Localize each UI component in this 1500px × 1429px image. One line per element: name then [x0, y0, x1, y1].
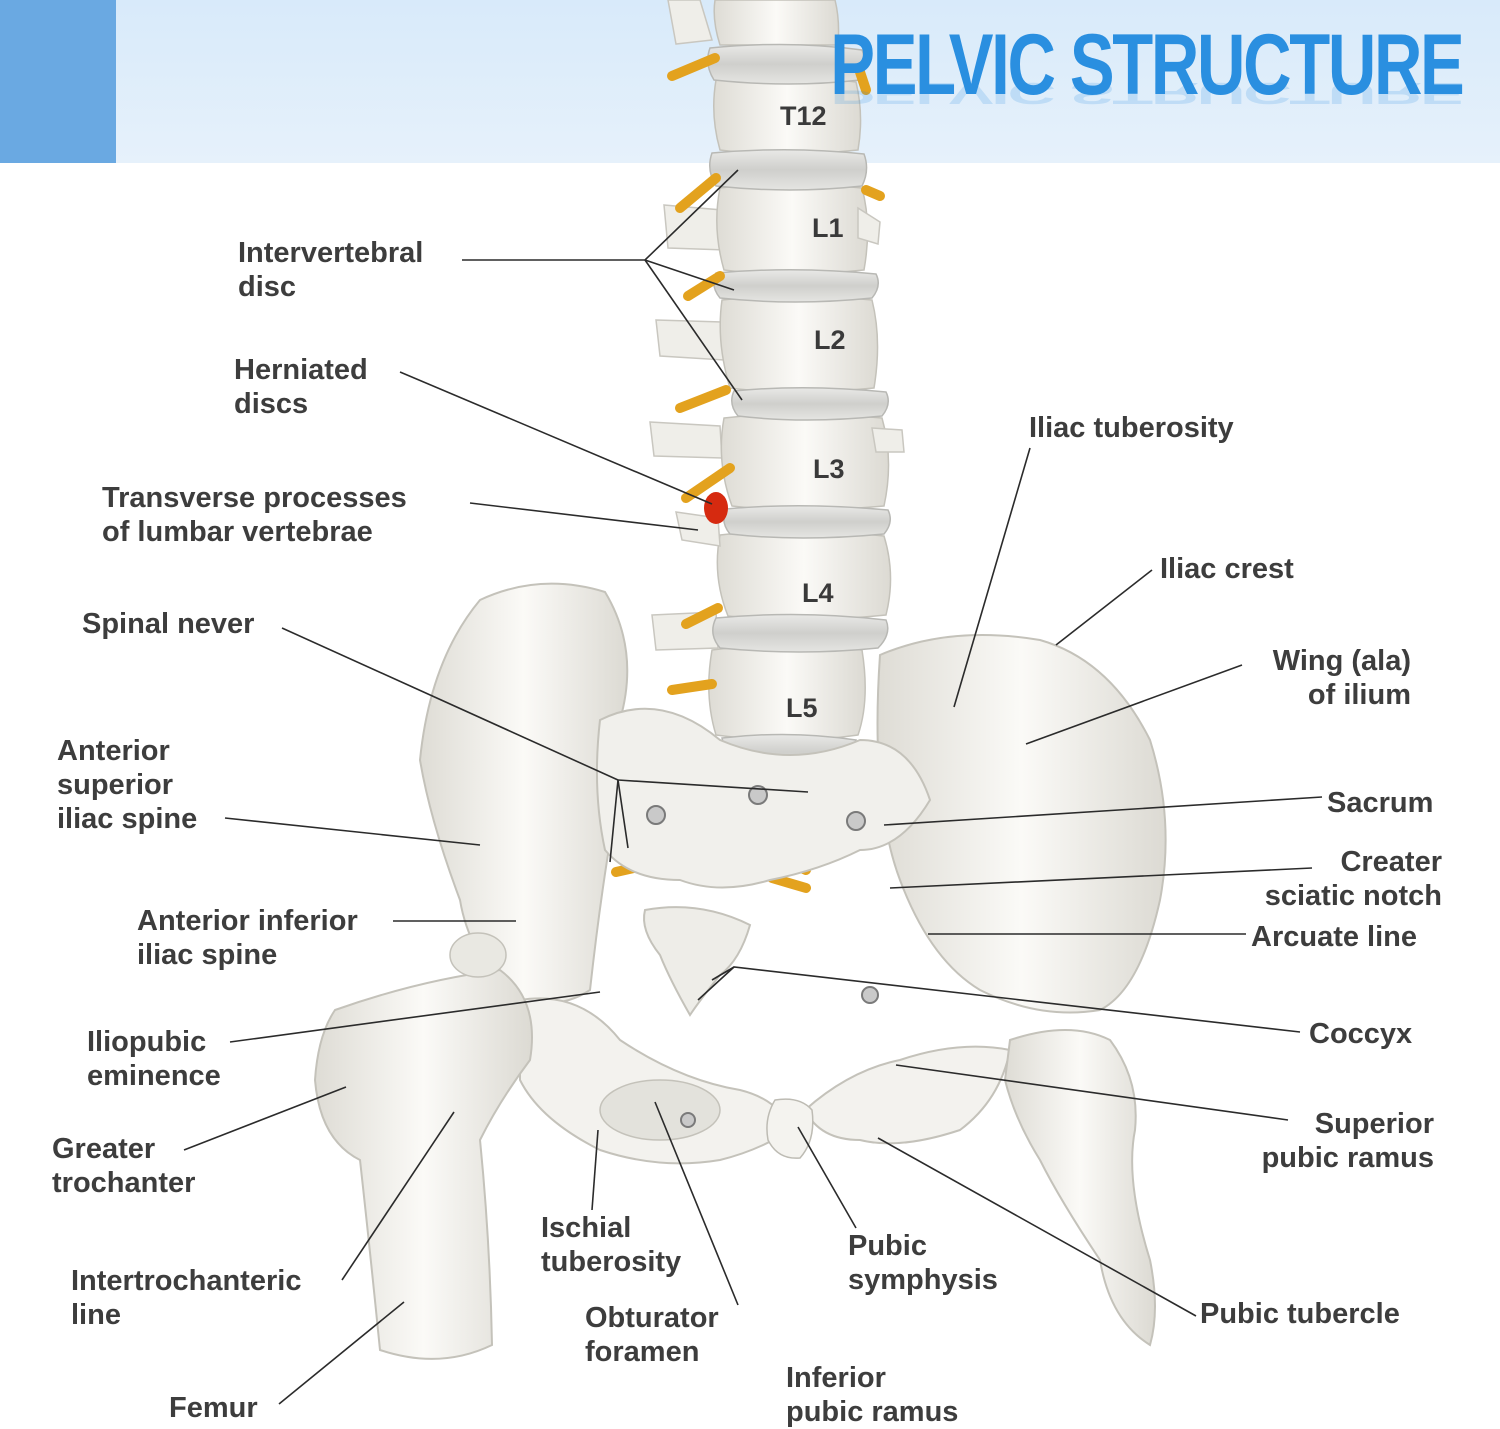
right-femur: [1003, 1029, 1156, 1347]
label-pubic-symphysis: Pubic symphysis: [848, 1230, 998, 1296]
label-femur: Femur: [169, 1392, 258, 1424]
label-obturator-foramen: Obturator foramen: [585, 1302, 719, 1368]
right-pubis: [803, 1045, 1012, 1145]
coccyx: [643, 906, 752, 1017]
label-wing-of-ilium: Wing (ala) of ilium: [1272, 645, 1411, 711]
label-iliac-tuberosity: Iliac tuberosity: [1029, 412, 1234, 444]
title-reflection: PELVIC STRUCTURE: [829, 76, 1462, 110]
label-inferior-pubic-ramus: Inferior pubic ramus: [786, 1362, 959, 1428]
vertebra-label-t12: T12: [780, 101, 827, 131]
label-arcuate-line: Arcuate line: [1251, 921, 1417, 953]
intervertebral-discs: [707, 43, 891, 771]
header-accent-block: [0, 0, 116, 163]
left-femur-head: [449, 932, 507, 978]
label-transverse-processes: Transverse processes of lumbar vertebrae: [102, 482, 407, 548]
right-ilium: [876, 634, 1167, 1014]
left-ilium: [418, 582, 629, 1005]
vertebra-label-l1: L1: [812, 213, 844, 243]
label-spinal-never: Spinal never: [82, 608, 255, 640]
label-sacrum: Sacrum: [1327, 787, 1434, 819]
page-title: PELVIC STRUCTURE: [829, 17, 1464, 113]
vertebra-label-l3: L3: [813, 454, 845, 484]
pubic-symphysis-shape: [766, 1098, 814, 1159]
herniated-disc-mark: [704, 492, 728, 524]
label-intertrochanteric-line: Intertrochanteric line: [71, 1265, 302, 1331]
label-intervertebral-disc: Intervertebral disc: [238, 237, 424, 303]
label-greater-trochanter: Greater trochanter: [52, 1133, 196, 1199]
label-anterior-inferior-iliac-spine: Anterior inferior iliac spine: [137, 905, 358, 971]
label-iliac-crest: Iliac crest: [1160, 553, 1294, 585]
label-pubic-tubercle: Pubic tubercle: [1200, 1298, 1400, 1330]
label-herniated-discs: Herniated discs: [234, 354, 368, 420]
vertebra-label-l2: L2: [814, 325, 846, 355]
label-anterior-superior-iliac-spine: Anterior superior iliac spine: [57, 735, 198, 835]
vertebra-label-l4: L4: [802, 578, 834, 608]
vertebra-label-l5: L5: [786, 693, 818, 723]
label-superior-pubic-ramus: Superior pubic ramus: [1261, 1108, 1434, 1174]
obturator-foramen-shape: [599, 1079, 721, 1141]
label-ischial-tuberosity: Ischial tuberosity: [541, 1212, 682, 1278]
label-iliopubic-eminence: Iliopubic eminence: [87, 1026, 221, 1092]
label-coccyx: Coccyx: [1309, 1018, 1413, 1050]
left-femur: [313, 968, 533, 1360]
label-greater-sciatic-notch: Creater sciatic notch: [1264, 846, 1442, 912]
vertebral-bodies: [708, 0, 892, 741]
